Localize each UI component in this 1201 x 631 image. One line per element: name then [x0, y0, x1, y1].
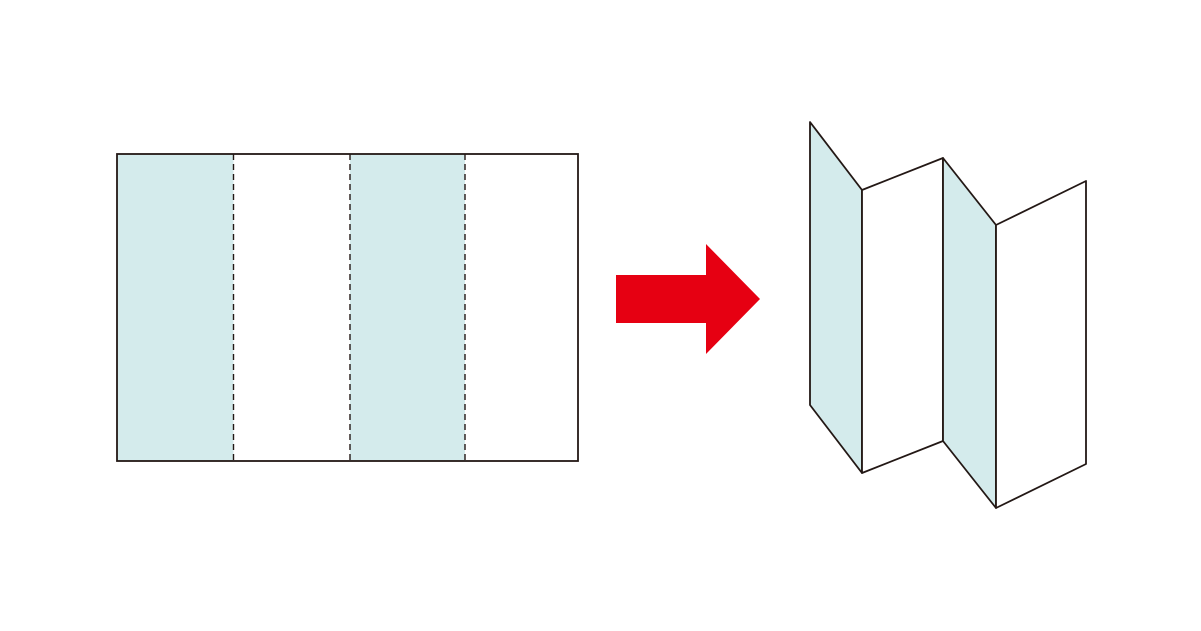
folded-panel-1	[809, 121, 863, 474]
folded-panel-4	[995, 180, 1087, 509]
flat-panel-4	[465, 154, 578, 461]
flat-sheet	[116, 153, 579, 462]
flat-panel-1	[117, 154, 234, 461]
flat-panel-3	[350, 154, 465, 461]
folded-sheet	[809, 121, 1087, 509]
flat-panel-2	[233, 154, 350, 461]
folded-panel-3	[942, 157, 997, 509]
right-arrow-icon	[616, 244, 760, 354]
flat-sheet-outline	[116, 153, 579, 462]
folded-panel-2	[861, 157, 944, 474]
